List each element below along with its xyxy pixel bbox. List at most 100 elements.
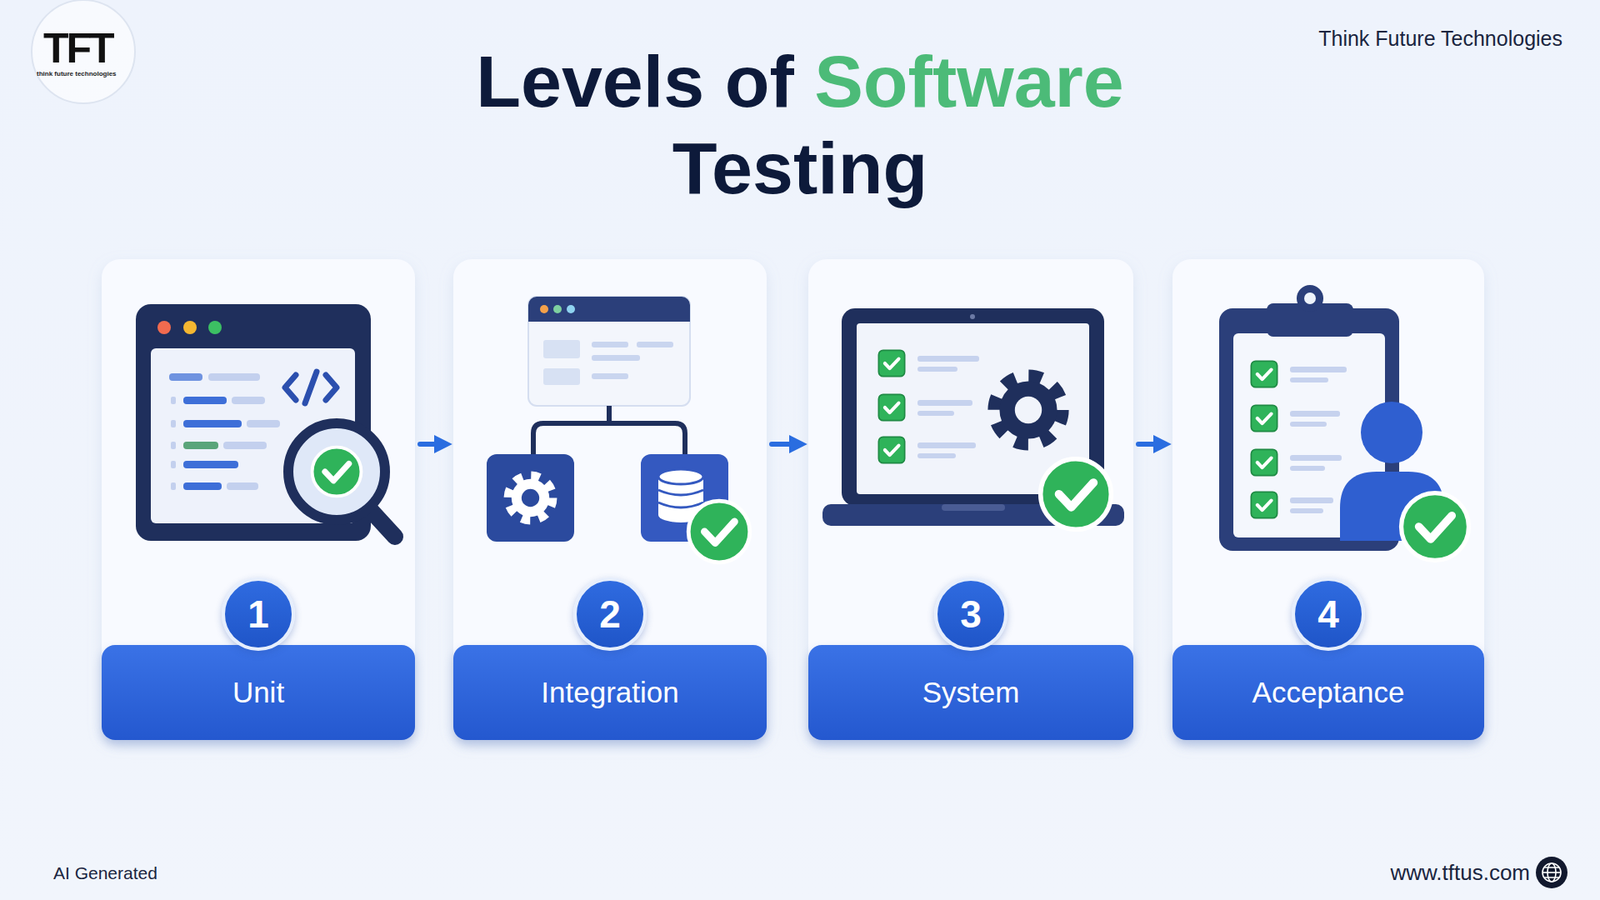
logo-mark: TFT — [43, 25, 113, 72]
clipboard-icon-part — [1250, 360, 1277, 387]
code-window-icon-part-part — [223, 441, 267, 450]
title-word: Levels — [475, 40, 725, 123]
flow-arrow — [1138, 441, 1165, 447]
level-label: System — [808, 645, 1134, 740]
laptop-icon-part-part — [917, 442, 976, 449]
integration-icon-part — [543, 340, 580, 359]
globe-icon — [1535, 856, 1568, 889]
laptop-icon-part — [941, 504, 1005, 511]
integration-icon-part — [658, 469, 704, 485]
integration-icon-part — [533, 405, 685, 455]
step-number: 2 — [573, 577, 647, 651]
logo-badge-part — [31, 0, 135, 104]
code-window-icon-part-part — [226, 482, 259, 490]
laptop-icon-part — [970, 314, 975, 320]
integration-icon-part — [566, 305, 575, 314]
logo-badge — [31, 0, 135, 104]
company-name: Think Future Technologies — [1318, 25, 1563, 51]
code-window-icon-part-part — [208, 373, 260, 381]
integration-icon-part — [658, 490, 704, 508]
code-window-icon-part — [169, 373, 280, 490]
clipboard-icon-part — [1250, 405, 1277, 431]
integration-icon-part — [688, 500, 750, 563]
integration-icon — [486, 296, 750, 563]
code-window-icon-part-part — [231, 396, 265, 405]
code-window-icon-part-part — [170, 441, 176, 450]
globe-icon-part — [1535, 856, 1568, 889]
integration-icon-part — [553, 305, 562, 314]
step-number: 1 — [221, 577, 295, 651]
card-panel-part — [453, 259, 767, 740]
laptop-icon-part — [1040, 459, 1112, 530]
level-label: Unit — [101, 645, 415, 740]
code-window-icon — [135, 304, 395, 541]
code-window-icon-part-part — [170, 482, 176, 490]
level-label: Integration — [453, 645, 767, 740]
clipboard-icon — [1219, 285, 1469, 560]
globe-icon-part — [1542, 863, 1561, 882]
integration-icon-part — [591, 355, 640, 361]
integration-icon-part — [591, 373, 629, 380]
integration-icon-part — [528, 296, 690, 322]
clipboard-icon-part-part — [1290, 508, 1324, 514]
clipboard-icon-part-part — [1290, 366, 1347, 373]
logo-tagline: think future technologies — [36, 70, 117, 79]
title-word: of — [725, 40, 815, 123]
website: www.tftus.com — [1390, 860, 1530, 885]
integration-icon-part — [528, 296, 690, 406]
clipboard-icon-part-part — [1290, 497, 1334, 504]
code-window-icon-part-part — [183, 420, 242, 428]
integration-icon-part — [636, 341, 674, 348]
code-window-icon-part-part — [170, 460, 176, 469]
code-window-icon-part-part — [183, 396, 227, 405]
level-card: 2Integration — [453, 259, 767, 740]
code-window-icon-part-part — [246, 420, 280, 428]
laptop-icon-part — [878, 436, 905, 463]
laptop-icon-part-part — [917, 366, 958, 372]
clipboard-icon-part — [1250, 491, 1277, 518]
code-window-icon-part — [183, 320, 197, 335]
clipboard-icon-part — [1296, 285, 1324, 312]
level-card: 3System — [808, 259, 1134, 740]
code-window-icon-part — [157, 320, 171, 335]
card-panel-part — [808, 259, 1134, 740]
code-window-icon-part — [288, 423, 385, 520]
integration-icon-part — [543, 368, 580, 385]
globe-icon-part-part — [1542, 871, 1561, 874]
level-label: Acceptance — [1172, 645, 1485, 740]
laptop-icon-part-part — [917, 400, 973, 406]
integration-icon-part — [528, 311, 690, 322]
laptop-icon-part — [917, 355, 980, 459]
step-number: 3 — [934, 577, 1008, 651]
clipboard-icon-part — [1290, 366, 1347, 514]
code-window-icon-part — [312, 447, 362, 497]
globe-icon-part-part — [1542, 863, 1561, 882]
title-word: Software — [814, 40, 1125, 123]
clipboard-icon-part — [1304, 292, 1316, 305]
ai-note: AI Generated — [53, 862, 158, 885]
clipboard-icon-part — [1401, 493, 1470, 561]
code-window-icon-part-part — [183, 482, 222, 490]
clipboard-icon-part — [1250, 449, 1277, 475]
laptop-icon-part — [878, 394, 905, 420]
flow-arrow — [771, 441, 800, 447]
level-card: 4Acceptance — [1172, 259, 1485, 740]
card-panel — [101, 259, 1485, 740]
code-window-icon-part — [208, 320, 222, 335]
card-panel-part — [101, 259, 415, 740]
clipboard-icon-part-part — [1290, 410, 1340, 417]
code-window-icon-part — [285, 371, 337, 404]
code-window-icon-part-part — [183, 441, 219, 450]
clipboard-icon-part-part — [1290, 455, 1342, 461]
code-window-icon-part-part — [170, 420, 176, 428]
laptop-icon-part — [878, 350, 905, 376]
laptop-icon-part-part — [917, 453, 956, 459]
integration-icon-part — [509, 476, 552, 520]
title-word: Testing — [672, 126, 928, 210]
code-window-icon-part-part — [183, 460, 239, 469]
globe-icon-part-part — [1544, 867, 1560, 878]
level-card: 1Unit — [101, 259, 415, 740]
integration-icon-part — [591, 341, 629, 348]
